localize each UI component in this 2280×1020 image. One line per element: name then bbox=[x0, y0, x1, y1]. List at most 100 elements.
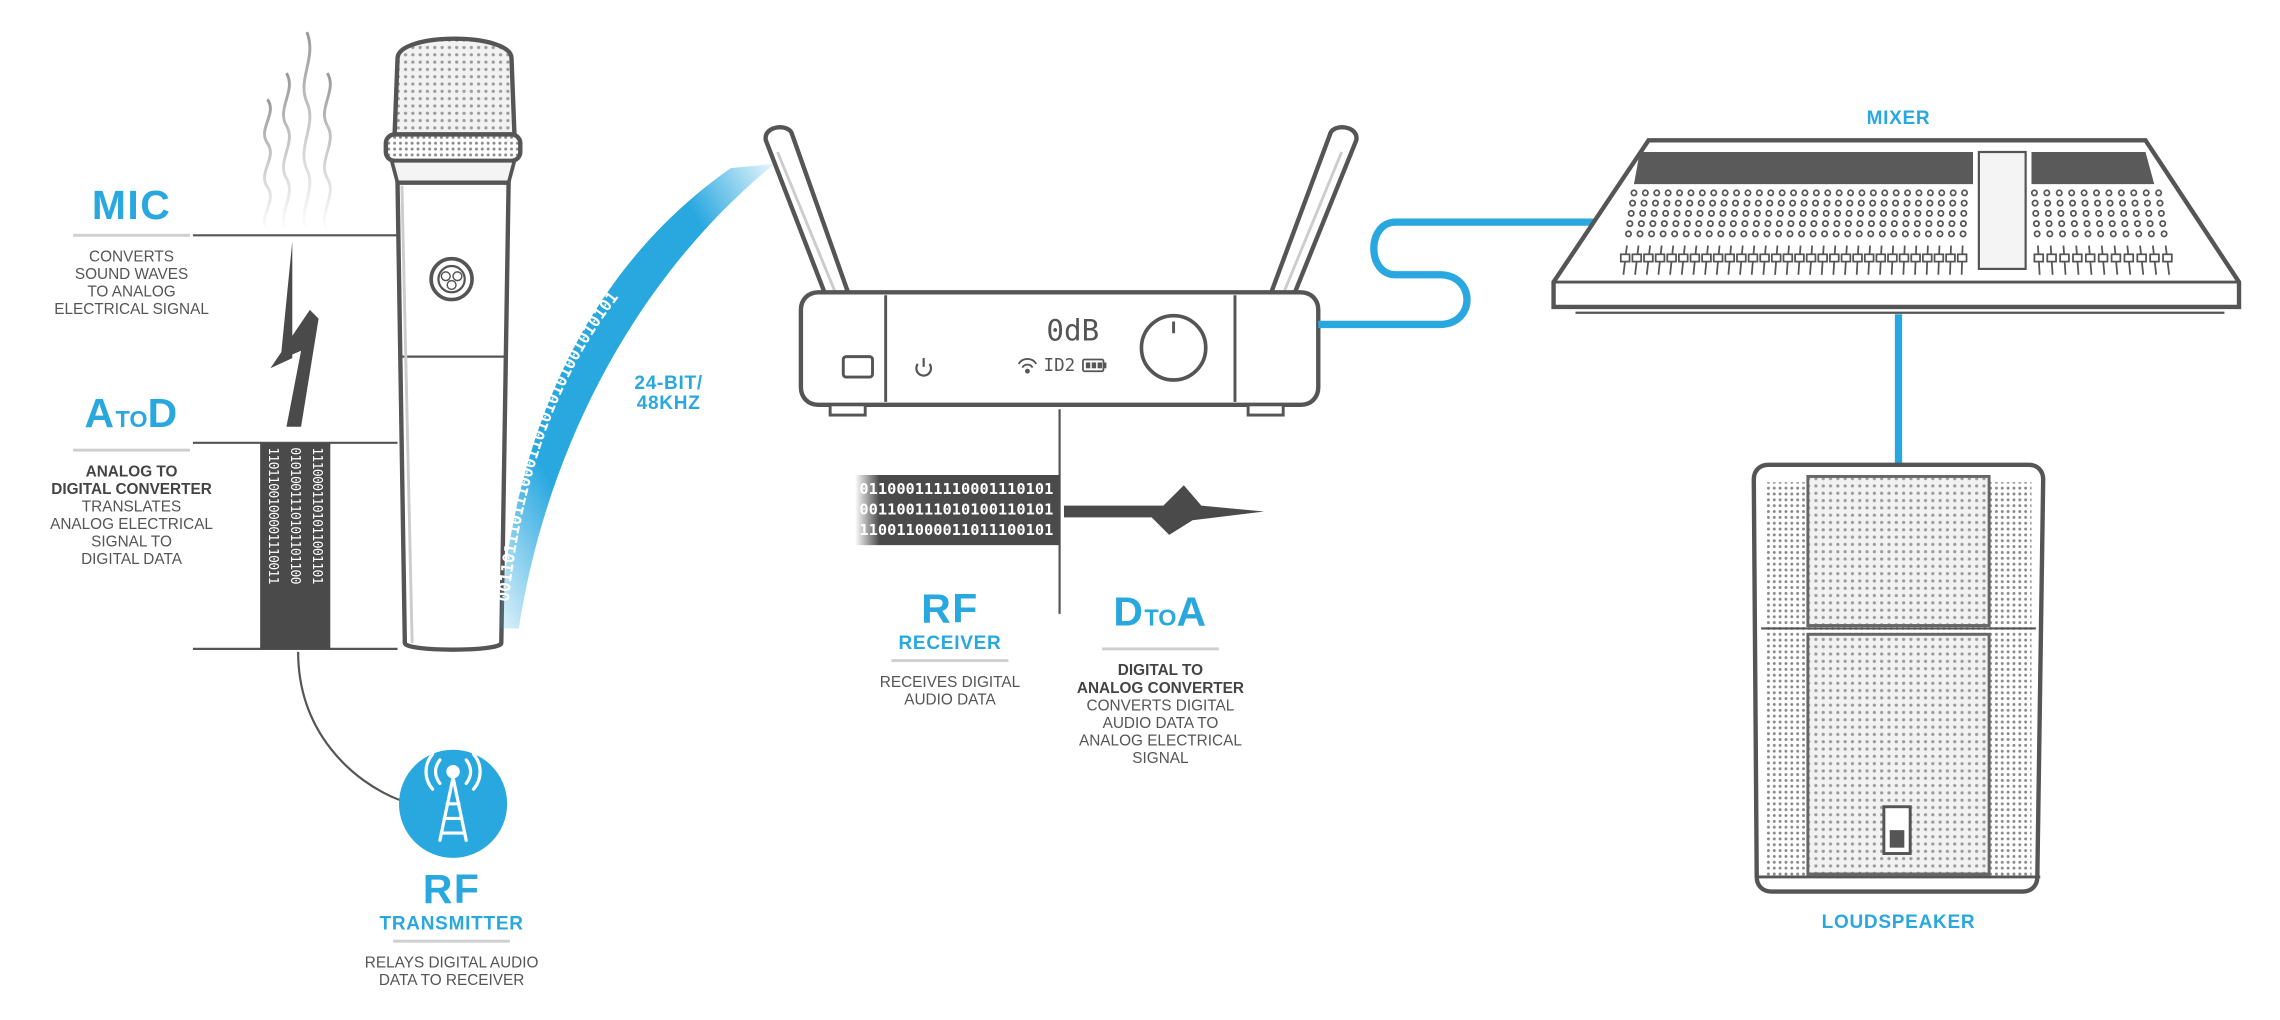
lightning-bolt-icon bbox=[270, 241, 319, 427]
mixer-knob bbox=[2081, 199, 2089, 207]
mixer-knob bbox=[1869, 189, 1877, 197]
mixer-knob bbox=[1801, 189, 1809, 197]
mixer-knob bbox=[2058, 220, 2066, 228]
mixer-knob bbox=[1789, 199, 1797, 207]
mixer-knob bbox=[1868, 209, 1876, 217]
mixer-knob bbox=[1686, 199, 1694, 207]
atod-label-block: ATOD ANALOG TO DIGITAL CONVERTER TRANSLA… bbox=[37, 390, 227, 569]
mixer-knob bbox=[1626, 220, 1634, 228]
rx-binary-row-2: 001100111010100110101 bbox=[859, 501, 1054, 519]
mixer-knob bbox=[1764, 220, 1772, 228]
mixer-knob bbox=[1672, 220, 1680, 228]
mixer-knob bbox=[1902, 220, 1910, 228]
mixer-knob bbox=[2044, 199, 2052, 207]
mixer-fader-cap bbox=[2072, 253, 2083, 263]
mic-title-underline bbox=[73, 233, 190, 237]
power-icon bbox=[915, 358, 933, 377]
mixer-knob bbox=[1937, 209, 1945, 217]
mixer-knob bbox=[1949, 199, 1957, 207]
mic-desc-4: ELECTRICAL SIGNAL bbox=[54, 301, 209, 319]
mixer-knob bbox=[1904, 189, 1912, 197]
mixer-fader-cap bbox=[1678, 253, 1689, 263]
mixer-knob bbox=[2105, 189, 2113, 197]
mixer-knob bbox=[1902, 209, 1910, 217]
mixer-fader-cap bbox=[1724, 253, 1736, 263]
mixer-knob bbox=[2046, 230, 2054, 238]
mixer-knob bbox=[1890, 230, 1898, 238]
mixer-knob bbox=[2133, 220, 2141, 228]
dtoa-title-d: D bbox=[1113, 588, 1145, 635]
mixer-fader-cap bbox=[1631, 253, 1643, 263]
atod-desc-2: ANALOG ELECTRICAL bbox=[50, 515, 213, 534]
mixer-knob bbox=[2155, 189, 2163, 197]
mic-desc-2: SOUND WAVES bbox=[74, 265, 189, 284]
atod-title: ATOD bbox=[37, 390, 227, 443]
mixer-knob bbox=[1880, 209, 1888, 217]
mixer-knob bbox=[1674, 199, 1682, 207]
atod-title-a: A bbox=[84, 390, 116, 436]
mixer-knob bbox=[1653, 189, 1661, 197]
receiver-volume-knob bbox=[1139, 313, 1208, 382]
mixer-knob bbox=[1925, 209, 1933, 217]
rf-transmitter-icon bbox=[398, 749, 508, 858]
mixer-knob bbox=[1662, 209, 1670, 217]
mixer-knob bbox=[1810, 220, 1818, 228]
mixer-knob bbox=[2142, 189, 2150, 197]
rf-receiver-underline bbox=[891, 659, 1009, 663]
mixer-knob bbox=[1706, 220, 1714, 228]
mixer-knob bbox=[1729, 220, 1737, 228]
mixer-knob bbox=[1880, 199, 1888, 207]
atod-binary-strip bbox=[260, 442, 331, 649]
receiver-antenna-right bbox=[1265, 125, 1359, 310]
mixer-knob bbox=[1844, 220, 1852, 228]
mixer-knob bbox=[1821, 230, 1829, 238]
mixer-knob bbox=[1959, 220, 1967, 228]
mixer-knob bbox=[2109, 230, 2117, 238]
mixer-knob bbox=[1624, 230, 1633, 238]
mixer-knob bbox=[1721, 189, 1729, 197]
mixer-fader-cap bbox=[1701, 253, 1712, 263]
mixer-knob bbox=[1925, 220, 1933, 228]
mixer-knob bbox=[2030, 189, 2038, 197]
mixer-knob bbox=[2084, 230, 2092, 238]
mixer-fader-cap bbox=[1887, 253, 1898, 263]
rf-receiver-desc-2: AUDIO DATA bbox=[904, 691, 996, 709]
atod-binary-col-3: 1110001101011001101 bbox=[308, 447, 323, 584]
mixer-knob bbox=[1822, 209, 1830, 217]
mixer-knob bbox=[1790, 189, 1798, 197]
mixer-knob bbox=[1744, 189, 1752, 197]
mixer-fader-cap bbox=[1840, 253, 1852, 263]
atod-title-d: D bbox=[147, 390, 179, 436]
mixer-knob bbox=[1809, 230, 1817, 238]
rx-lightning-bolt-icon bbox=[1063, 485, 1265, 535]
mixer-fader-cap bbox=[1619, 253, 1631, 263]
mixer-knob bbox=[1847, 189, 1855, 197]
mixer-knob bbox=[1855, 230, 1863, 238]
mixer-knob bbox=[1936, 230, 1944, 238]
atod-desc-bold-2: DIGITAL CONVERTER bbox=[51, 480, 212, 499]
mixer-knob bbox=[2043, 189, 2051, 197]
mixer-knob bbox=[1695, 220, 1703, 228]
mic-desc-1: CONVERTS bbox=[89, 248, 175, 266]
mixer-knob bbox=[1938, 189, 1946, 197]
mixer-knob bbox=[1913, 220, 1921, 228]
mixer-knob bbox=[1960, 199, 1968, 207]
dtoa-label-block: DTOA DIGITAL TO ANALOG CONVERTER CONVERT… bbox=[1064, 588, 1257, 768]
mixer-knob bbox=[1728, 230, 1736, 238]
mixer-fader-cap bbox=[2110, 253, 2122, 263]
mixer-fader-cap bbox=[1898, 253, 1910, 263]
mixer-fader-cap bbox=[1956, 253, 1968, 263]
mixer-knob bbox=[1948, 230, 1956, 238]
mixer-knob bbox=[1824, 189, 1832, 197]
rf-transmitter-title: RF bbox=[422, 866, 481, 912]
mixer-knob bbox=[1663, 199, 1671, 207]
mixer-knob bbox=[1878, 230, 1886, 238]
mixer-knob bbox=[2121, 220, 2129, 228]
wireless-receiver bbox=[763, 125, 1359, 417]
mixer-fader-cap bbox=[1782, 253, 1794, 263]
mixer-knob bbox=[1949, 189, 1957, 197]
mixer-fader-cap bbox=[2149, 253, 2160, 263]
mixer-knob bbox=[2130, 189, 2138, 197]
mixer-knob bbox=[1640, 199, 1648, 207]
digital-stream-wave bbox=[499, 163, 775, 629]
